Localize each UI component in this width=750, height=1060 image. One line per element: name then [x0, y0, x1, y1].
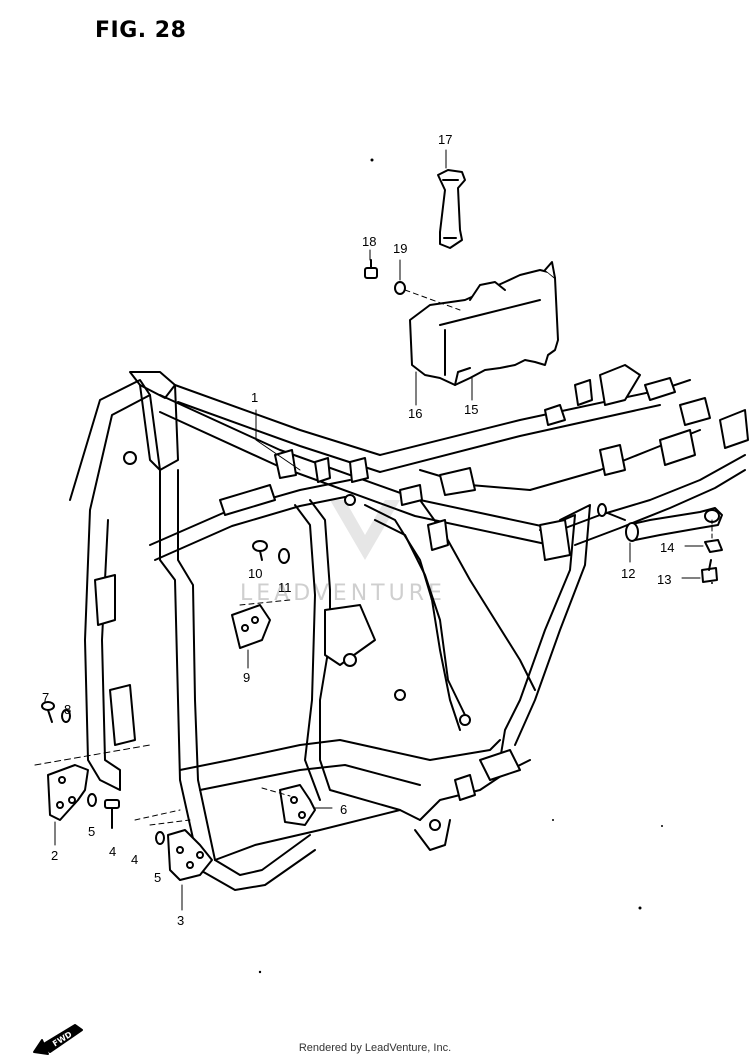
part-10-bolt — [252, 540, 268, 561]
callout-12: 12 — [621, 566, 635, 581]
dash-plane-4 — [134, 809, 181, 821]
part-17-strap — [437, 169, 466, 249]
part-13-bolt — [701, 559, 718, 583]
part-5-washer — [87, 793, 97, 807]
part-14-nut — [704, 539, 723, 553]
part-6-bracket — [279, 784, 316, 826]
part-8-nut — [61, 709, 71, 723]
part-7-bolt — [41, 701, 55, 723]
dash-line-5 — [149, 819, 191, 826]
svg-text:LEADVENTURE: LEADVENTURE — [240, 581, 446, 606]
callout-18: 18 — [362, 234, 376, 249]
callout-4: 4 — [109, 844, 116, 859]
callout-11: 11 — [278, 580, 292, 595]
callout-17: 17 — [438, 132, 452, 147]
callout-16: 16 — [408, 406, 422, 421]
part-11-nut — [278, 548, 290, 564]
callout-4b: 4 — [131, 852, 138, 867]
part-5-washer-b — [155, 831, 165, 845]
dash-line-19 — [404, 289, 461, 311]
part-3-bracket — [167, 829, 213, 881]
callout-6: 6 — [340, 802, 347, 817]
callout-5: 5 — [88, 824, 95, 839]
steering-head — [123, 371, 179, 471]
dash-line-6 — [261, 787, 291, 797]
scan-specks — [258, 158, 713, 974]
callout-19: 19 — [393, 241, 407, 256]
figure-title: FIG. 28 — [95, 18, 187, 43]
callout-10: 10 — [248, 566, 262, 581]
footer-credit: Rendered by LeadVenture, Inc. — [298, 1042, 452, 1054]
callout-1: 1 — [251, 390, 258, 405]
dash-plane-2 — [34, 744, 151, 766]
callout-7: 7 — [42, 690, 49, 705]
callout-2: 2 — [51, 848, 58, 863]
leader-1 — [255, 409, 301, 471]
part-2-bracket — [47, 764, 89, 821]
callout-5b: 5 — [154, 870, 161, 885]
callout-15: 15 — [464, 402, 478, 417]
part-15-16-holder — [409, 261, 559, 386]
callout-14: 14 — [660, 540, 674, 555]
callout-13: 13 — [657, 572, 671, 587]
callout-8: 8 — [64, 702, 71, 717]
part-19-nut — [394, 281, 406, 295]
part-9-bracket — [231, 604, 271, 649]
part-4-bolt — [104, 799, 120, 829]
watermark: LEADVENTURE — [240, 500, 446, 606]
part-18-bolt — [364, 259, 378, 279]
callout-9: 9 — [243, 670, 250, 685]
callout-3: 3 — [177, 913, 184, 928]
callouts: 1 2 3 4 4 5 5 6 7 8 9 10 11 12 13 14 15 … — [42, 132, 674, 928]
frame-brackets — [94, 364, 749, 831]
